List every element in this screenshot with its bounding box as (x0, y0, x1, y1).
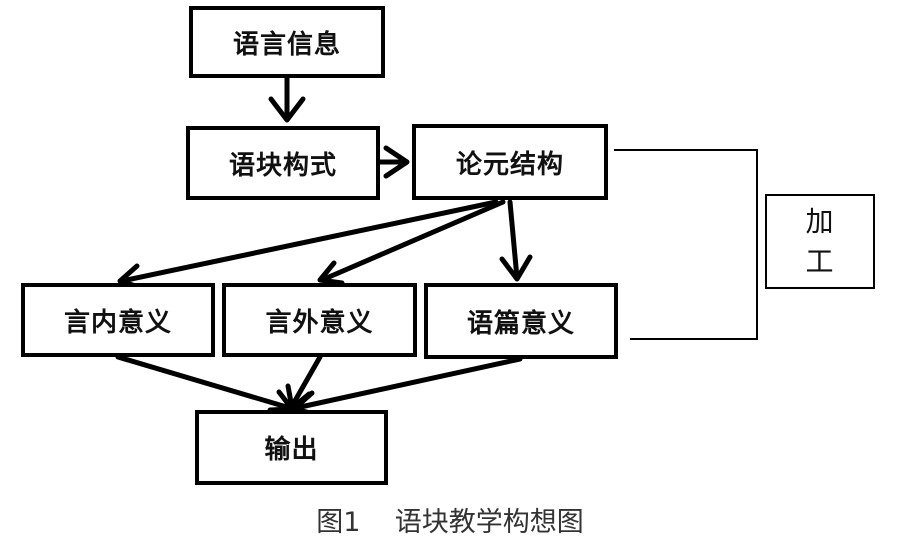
node-outer-meaning-label: 言外意义 (265, 307, 374, 338)
node-processing: 加 工 (765, 194, 875, 289)
figure-caption-title: 语块教学构想图 (394, 507, 584, 538)
node-inner-meaning: 言内意义 (21, 283, 215, 357)
node-argument-structure-label: 论元结构 (455, 149, 564, 180)
edge-inner-meaning-to-output (115, 354, 295, 413)
figure-caption: 图1 语块教学构想图 (0, 500, 900, 539)
node-chunk-construction: 语块构式 (186, 126, 380, 200)
node-output-label: 输出 (264, 435, 319, 465)
process-bracket (614, 149, 758, 340)
edge-argument-to-outer-meaning (317, 199, 506, 286)
node-output: 输出 (195, 410, 388, 485)
edge-argument-to-text-meaning (499, 199, 533, 282)
edge-text-meaning-to-output (291, 356, 523, 417)
edge-chunk-to-argument (377, 145, 410, 179)
figure-caption-label: 图1 (316, 507, 361, 538)
node-argument-structure: 论元结构 (412, 124, 608, 200)
node-language-info: 语言信息 (189, 6, 385, 78)
node-text-meaning: 语篇意义 (424, 283, 618, 359)
node-processing-label-line2: 工 (805, 244, 835, 278)
node-text-meaning-label: 语篇意义 (466, 308, 575, 339)
node-language-info-label: 语言信息 (232, 29, 341, 60)
node-inner-meaning-label: 言内意义 (63, 307, 172, 338)
edge-argument-to-inner-meaning (117, 199, 499, 291)
node-processing-label-line1: 加 (805, 204, 835, 238)
node-outer-meaning: 言外意义 (222, 283, 417, 357)
node-chunk-construction-label: 语块构式 (228, 150, 337, 181)
edge-info-to-chunk (268, 75, 306, 123)
